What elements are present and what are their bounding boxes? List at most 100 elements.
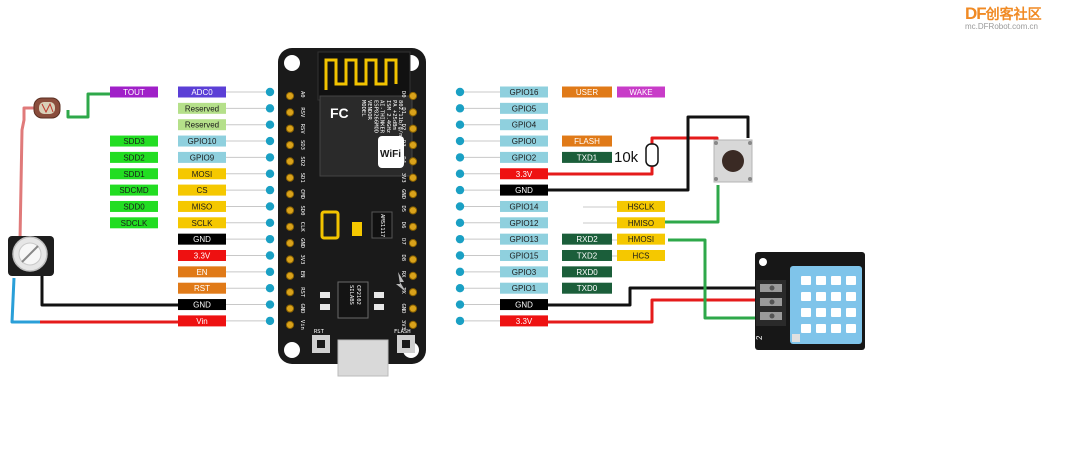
right-pin-name: 3V3: [400, 173, 406, 183]
left-label-text: EN: [196, 268, 207, 277]
dht-vent-slot: [816, 308, 826, 317]
left-label-pill: [178, 233, 226, 245]
fcc-mark: FC: [330, 105, 349, 121]
module-text-line: AI-THINKER: [379, 100, 385, 134]
left-label-text: SDCLK: [121, 219, 148, 228]
left-pin-name: A0: [299, 91, 305, 98]
right-connector-dot: [455, 169, 465, 178]
right-pin-hole: [408, 288, 418, 297]
left-label-pill: [110, 135, 158, 147]
dht-vent-slot: [801, 324, 811, 333]
resistor-10k: 10k: [614, 143, 659, 167]
right-label-pill: [500, 86, 548, 98]
left-connector-dot: [265, 218, 275, 227]
left-label-pill: [110, 184, 158, 196]
right-label-pill: [500, 119, 548, 131]
capacitor: [320, 210, 340, 240]
left-label-pill: [178, 200, 226, 212]
dht-vent-slot: [846, 292, 856, 301]
right-label-pill: [562, 266, 612, 278]
right-pin-name: D7: [400, 238, 406, 245]
left-connector-dot: [265, 104, 275, 113]
right-pin-hole: [408, 140, 418, 150]
left-connector-dot: [265, 316, 275, 326]
left-pin-name: GND: [299, 304, 305, 314]
right-connector-dot: [455, 104, 465, 113]
left-label-text: SDD3: [123, 137, 145, 146]
right-pin-hole: [408, 91, 418, 101]
right-pin-labels: [500, 86, 665, 327]
dht-vent-slot: [801, 308, 811, 317]
dht-vent-slot: [846, 276, 856, 285]
left-pin-hole: [285, 222, 295, 231]
left-label-text: SDD0: [123, 202, 145, 211]
left-pin-hole: [285, 255, 295, 264]
left-pin-name: SD3: [299, 140, 305, 150]
dht-vent-slot: [831, 324, 841, 333]
left-label-text: SDCMD: [119, 186, 149, 195]
left-connector-dot: [265, 251, 275, 260]
photoresistor: [33, 97, 61, 119]
svg-text:WiFi: WiFi: [380, 149, 401, 160]
left-label-text: TOUT: [123, 88, 145, 97]
wire-gnd-dht: [548, 286, 758, 307]
right-connector-dot: [455, 284, 465, 293]
right-label-text: 3.3V: [516, 317, 533, 326]
right-connector-dot: [455, 218, 465, 227]
wire-ldr-left: [18, 106, 40, 241]
right-label-text: HSCLK: [628, 202, 655, 211]
left-connector-dot: [265, 87, 275, 97]
svg-text:FLASH: FLASH: [394, 329, 411, 335]
module-text-line: MODEL: [360, 100, 366, 117]
right-label-text: GPIO12: [510, 219, 539, 228]
left-pin-name: RSV: [299, 107, 305, 118]
left-label-text: 3.3V: [194, 252, 211, 261]
dht-vent-grid: [801, 276, 856, 333]
left-label-text: GPIO10: [188, 137, 217, 146]
right-label-pill: [500, 299, 548, 311]
left-label-pill: [110, 86, 158, 98]
wire-hmosi-dht: [668, 238, 758, 320]
smd-components: [320, 292, 384, 310]
left-label-pill: [178, 217, 226, 229]
right-label-pill: [617, 217, 665, 229]
right-label-text: WAKE: [629, 88, 652, 97]
right-label-pill: [500, 250, 548, 261]
left-pin-name: CLK: [299, 222, 305, 233]
right-label-pill: [562, 135, 612, 147]
right-pin-hole: [408, 124, 418, 133]
right-pin-name: D5: [400, 205, 406, 212]
left-label-pill: [110, 168, 158, 180]
ams-regulator: [371, 211, 393, 239]
dht-vent-slot: [816, 292, 826, 301]
right-label-text: GPIO1: [512, 284, 537, 293]
lightning-icon: [396, 272, 406, 292]
left-label-pill: [178, 135, 226, 147]
left-label-text: GND: [193, 301, 211, 310]
left-label-text: SDD1: [123, 170, 145, 179]
dht-sensor-module: 2: [755, 252, 865, 350]
dht-vent-slot: [831, 276, 841, 285]
left-label-text: ADC0: [191, 88, 213, 97]
left-label-pill: [110, 151, 158, 163]
left-pin-name: SD1: [299, 173, 305, 183]
usb-connector: [337, 339, 389, 377]
leader-lines: [583, 206, 626, 257]
left-connector-dot: [265, 267, 275, 277]
left-connector-dot: [265, 136, 275, 146]
right-pin-connectors: [455, 87, 500, 326]
right-label-text: USER: [576, 88, 598, 97]
logo-url: mc.DFRobot.com.cn: [965, 22, 1038, 31]
right-pin-hole: [408, 206, 418, 215]
right-label-text: GPIO16: [510, 88, 539, 97]
right-label-text: GND: [515, 186, 533, 195]
left-pin-name: RSV: [299, 124, 305, 135]
dht-header-pins: [756, 280, 786, 326]
wire-gnd-button: [548, 115, 750, 192]
dht-module-mark: 2: [755, 335, 764, 340]
svg-text:CP2102: CP2102: [355, 285, 361, 305]
right-pin-hole: [408, 255, 418, 264]
left-label-text: SDD2: [123, 153, 145, 162]
module-text-line: ESP8266MOD: [372, 100, 378, 133]
